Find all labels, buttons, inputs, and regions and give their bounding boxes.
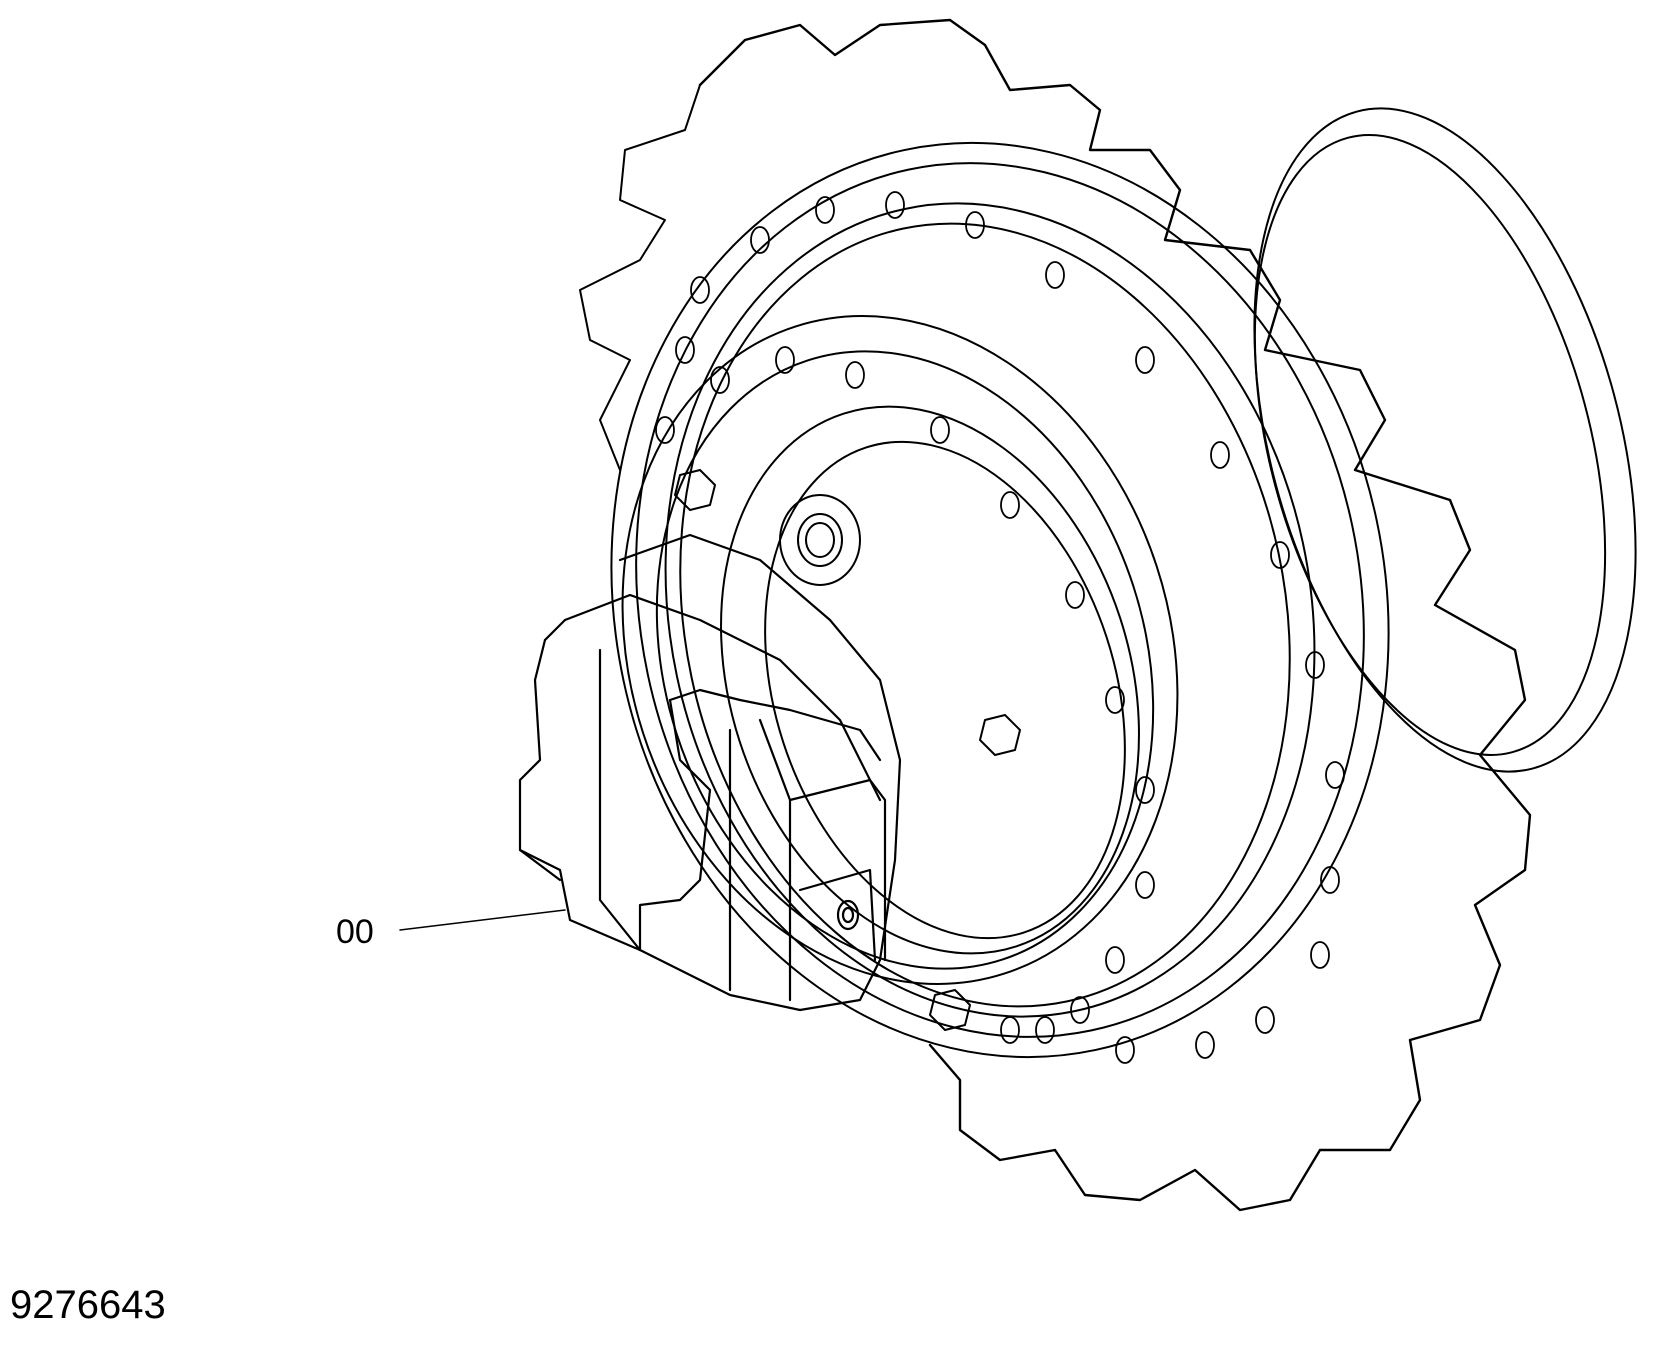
rear-flange xyxy=(1253,107,1637,773)
inner-bolt-circle xyxy=(655,346,1155,1044)
sprocket-teeth-left xyxy=(579,84,701,471)
outer-bolt-circle xyxy=(675,191,1345,1064)
inner-flange xyxy=(621,315,1179,985)
port-boss xyxy=(779,494,861,586)
sprocket-teeth xyxy=(698,18,1532,1212)
hex-bolts xyxy=(674,469,1021,1031)
sprocket-rings xyxy=(610,141,1390,1059)
callout-leader-line xyxy=(399,909,566,931)
drawing-number: 9276643 xyxy=(10,1283,166,1327)
motor-housing xyxy=(518,533,902,1012)
callout-label: 00 xyxy=(336,913,374,951)
